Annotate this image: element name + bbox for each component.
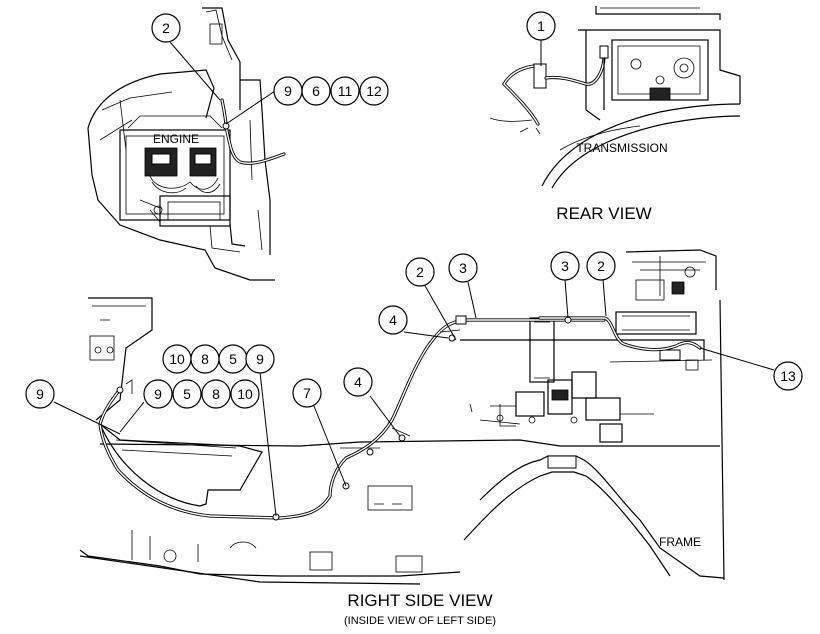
svg-text:9: 9 <box>154 386 162 402</box>
svg-text:12: 12 <box>366 83 382 99</box>
svg-text:8: 8 <box>201 351 209 367</box>
callout-side-4b: 4 <box>343 367 373 397</box>
callout-side-8b: 8 <box>190 344 220 374</box>
callout-side-8a: 8 <box>201 379 231 409</box>
right-side-view-title: RIGHT SIDE VIEW <box>347 591 492 610</box>
callout-engine-6: 6 <box>301 76 331 106</box>
callout-engine-2: 2 <box>151 13 181 43</box>
engine-label: ENGINE <box>153 132 199 146</box>
callout-engine-11: 11 <box>330 76 360 106</box>
callout-side-3b: 3 <box>550 251 580 281</box>
svg-text:5: 5 <box>183 386 191 402</box>
svg-text:13: 13 <box>780 368 796 384</box>
svg-text:3: 3 <box>459 260 467 276</box>
rear-view-title: REAR VIEW <box>556 204 651 223</box>
svg-text:10: 10 <box>169 351 185 367</box>
svg-text:2: 2 <box>597 258 605 274</box>
svg-text:9: 9 <box>284 83 292 99</box>
callout-side-7: 7 <box>292 378 322 408</box>
callout-side-5a: 5 <box>172 379 202 409</box>
svg-text:9: 9 <box>256 351 264 367</box>
svg-text:3: 3 <box>561 258 569 274</box>
engine-detail-view: ENGINE <box>87 7 286 281</box>
right-side-view-subtitle: (INSIDE VIEW OF LEFT SIDE) <box>344 615 496 627</box>
callout-side-3a: 3 <box>448 253 478 283</box>
svg-text:11: 11 <box>338 83 353 99</box>
svg-text:9: 9 <box>36 386 44 402</box>
svg-text:6: 6 <box>312 83 320 99</box>
rear-view: TRANSMISSION REAR VIEW <box>489 6 741 223</box>
callout-side-10a: 10 <box>230 379 260 409</box>
svg-text:4: 4 <box>389 312 397 328</box>
callout-engine-12: 12 <box>359 76 389 106</box>
svg-text:7: 7 <box>303 385 311 401</box>
callout-side-9b: 9 <box>143 379 173 409</box>
leader-lines <box>53 40 775 517</box>
callout-side-2a: 2 <box>405 257 435 287</box>
callouts: 1 2 9 6 11 12 2 3 <box>25 11 803 409</box>
svg-text:8: 8 <box>212 386 220 402</box>
callout-side-9a: 9 <box>25 379 55 409</box>
svg-text:2: 2 <box>416 264 424 280</box>
right-side-view: FRAME RIGHT SIDE VIEW (INSIDE VIEW OF LE… <box>79 249 725 627</box>
callout-side-4a: 4 <box>378 305 408 335</box>
svg-text:2: 2 <box>162 20 170 36</box>
svg-text:1: 1 <box>537 18 545 34</box>
transmission-label: TRANSMISSION <box>576 141 667 155</box>
callout-side-9c: 9 <box>245 344 275 374</box>
frame-label: FRAME <box>659 535 701 549</box>
callout-engine-9: 9 <box>273 76 303 106</box>
callout-side-2b: 2 <box>586 251 616 281</box>
svg-text:10: 10 <box>237 386 253 402</box>
callout-side-5b: 5 <box>218 344 248 374</box>
callout-side-10b: 10 <box>162 344 192 374</box>
callout-side-13: 13 <box>773 361 803 391</box>
svg-text:5: 5 <box>229 351 237 367</box>
svg-text:4: 4 <box>354 374 362 390</box>
callout-rear-1: 1 <box>526 11 556 41</box>
